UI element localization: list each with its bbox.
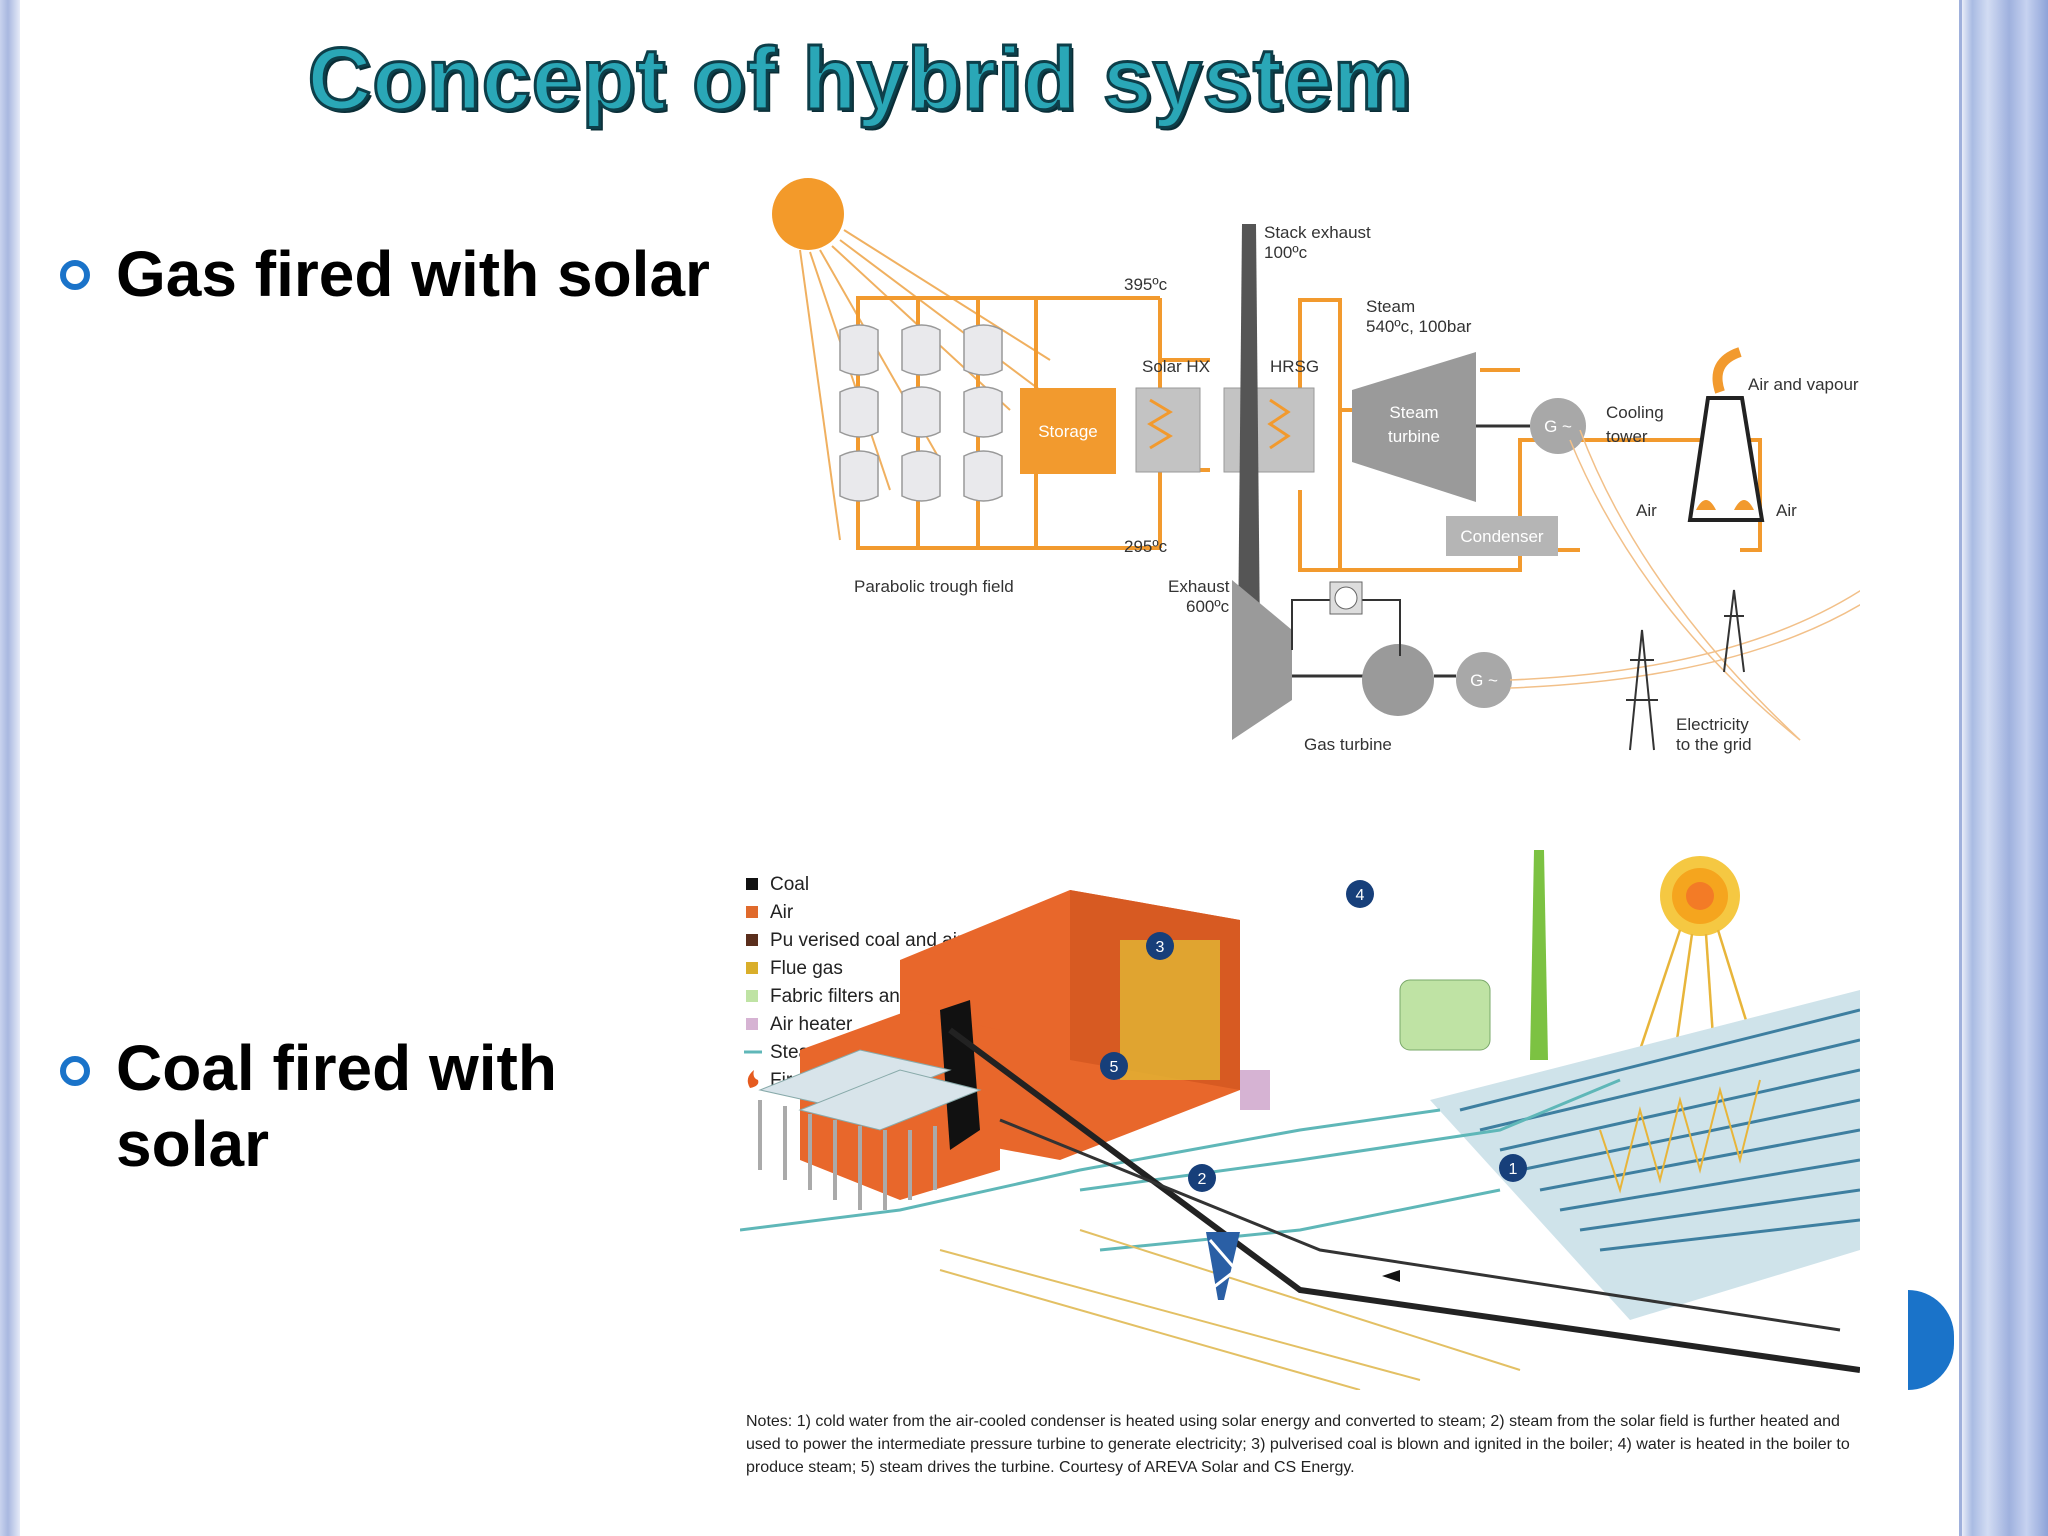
svg-text:Air heater: Air heater bbox=[770, 1014, 853, 1035]
svg-text:Condenser: Condenser bbox=[1460, 527, 1544, 546]
svg-text:5: 5 bbox=[1110, 1059, 1119, 1076]
svg-text:395ºc: 395ºc bbox=[1124, 275, 1168, 294]
svg-text:Pu verised coal and air: Pu verised coal and air bbox=[770, 930, 964, 951]
svg-text:Steam: Steam bbox=[1366, 297, 1415, 316]
right-frame-line bbox=[1959, 0, 1962, 1536]
chimney bbox=[1530, 850, 1548, 1060]
svg-text:HRSG: HRSG bbox=[1270, 357, 1319, 376]
slide-title: Concept of hybrid system bbox=[306, 28, 1413, 130]
coal-solar-diagram: Coal Air Pu verised coal and air Flue ga… bbox=[740, 850, 1860, 1390]
svg-text:Exhaust: Exhaust bbox=[1168, 577, 1230, 596]
sun-icon bbox=[1660, 856, 1740, 936]
svg-text:3: 3 bbox=[1156, 939, 1165, 956]
generator-icon bbox=[1530, 398, 1586, 454]
svg-text:540ºc, 100bar: 540ºc, 100bar bbox=[1366, 317, 1472, 336]
stack bbox=[1238, 224, 1260, 640]
bullet-ring-icon bbox=[60, 260, 90, 290]
svg-text:G ~: G ~ bbox=[1544, 417, 1572, 436]
generator-icon bbox=[1456, 652, 1512, 708]
svg-text:to the grid: to the grid bbox=[1676, 735, 1752, 754]
bullet-ring-icon bbox=[60, 1056, 90, 1086]
svg-text:295ºc: 295ºc bbox=[1124, 537, 1168, 556]
pylon-icon bbox=[1626, 589, 1745, 751]
gas-solar-diagram: Storage G ~ G ~ Condenser Stack exhaust … bbox=[772, 178, 1860, 754]
sun-icon bbox=[772, 178, 844, 250]
hrsg bbox=[1223, 387, 1315, 473]
storage-label: Storage bbox=[1038, 422, 1098, 441]
solar-hx bbox=[1135, 387, 1201, 473]
slide-nav-tab[interactable] bbox=[1908, 1290, 1954, 1390]
svg-text:Coal: Coal bbox=[770, 874, 809, 895]
svg-text:Parabolic trough field: Parabolic trough field bbox=[854, 577, 1014, 596]
legend-item-flue: Flue gas bbox=[746, 958, 843, 979]
svg-text:Electricity: Electricity bbox=[1676, 715, 1749, 734]
svg-text:600ºc: 600ºc bbox=[1186, 597, 1230, 616]
condenser bbox=[1446, 516, 1558, 556]
diagram-notes: Notes: 1) cold water from the air-cooled… bbox=[746, 1413, 1850, 1476]
storage-tank bbox=[1020, 388, 1116, 474]
svg-text:Flue gas: Flue gas bbox=[770, 958, 843, 979]
marker-1: 1 bbox=[1499, 1154, 1527, 1182]
cooling-tower bbox=[1687, 396, 1765, 522]
svg-text:Gas turbine: Gas turbine bbox=[1304, 735, 1392, 754]
svg-text:4: 4 bbox=[1356, 887, 1365, 904]
steam-turbine bbox=[1352, 352, 1476, 502]
marker-3: 3 bbox=[1146, 932, 1174, 960]
coal-belt bbox=[948, 1027, 1860, 1373]
bullet-gas-solar: Gas fired with solar bbox=[116, 238, 710, 310]
svg-text:Air: Air bbox=[1776, 501, 1797, 520]
svg-text:Steam: Steam bbox=[1389, 403, 1438, 422]
svg-text:1: 1 bbox=[1509, 1161, 1518, 1178]
right-frame-border bbox=[1962, 0, 2048, 1536]
svg-text:100ºc: 100ºc bbox=[1264, 243, 1308, 262]
svg-text:turbine: turbine bbox=[1388, 427, 1440, 446]
air-cooled-condenser bbox=[758, 1049, 982, 1131]
pylon-icon bbox=[1206, 1232, 1240, 1300]
legend-item-coal: Coal bbox=[746, 874, 809, 895]
marker-4: 4 bbox=[1346, 880, 1374, 908]
marker-2: 2 bbox=[1188, 1164, 1216, 1192]
gas-turbine bbox=[1232, 580, 1292, 740]
svg-text:Stack exhaust: Stack exhaust bbox=[1264, 223, 1371, 242]
svg-text:Air and vapour: Air and vapour bbox=[1748, 375, 1859, 394]
solar-field bbox=[1430, 990, 1860, 1320]
left-frame-border bbox=[0, 0, 20, 1536]
bullet-coal-solar: Coal fired with solar bbox=[116, 1032, 557, 1180]
legend-item-pulverised: Pu verised coal and air bbox=[746, 930, 964, 951]
legend-item-air-heater: Air heater bbox=[746, 1014, 853, 1035]
fabric-filters bbox=[1399, 979, 1491, 1051]
svg-text:Air: Air bbox=[1636, 501, 1657, 520]
svg-text:Cooling: Cooling bbox=[1606, 403, 1664, 422]
legend-item-air: Air bbox=[746, 902, 794, 923]
svg-text:tower: tower bbox=[1606, 427, 1648, 446]
marker-5: 5 bbox=[1100, 1052, 1128, 1080]
svg-text:Air: Air bbox=[770, 902, 794, 923]
svg-text:Solar HX: Solar HX bbox=[1142, 357, 1210, 376]
svg-text:2: 2 bbox=[1198, 1171, 1207, 1188]
left-frame-inner bbox=[20, 0, 24, 1536]
svg-text:G ~: G ~ bbox=[1470, 671, 1498, 690]
